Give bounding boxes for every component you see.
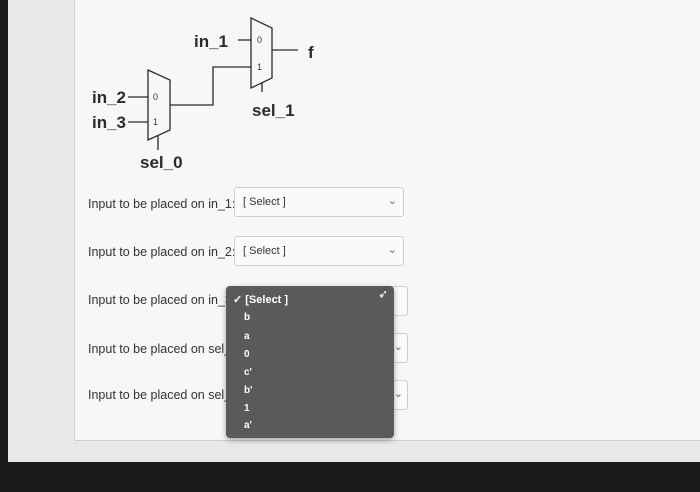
screen: in_1 in_2 in_3 sel_0 sel_1 f 0 1 0 1 Inp… bbox=[8, 0, 700, 462]
dropdown-option-a[interactable]: a bbox=[244, 331, 250, 342]
dropdown-option-0[interactable]: 0 bbox=[244, 349, 250, 360]
dropdown-option-a-prime[interactable]: a' bbox=[244, 420, 252, 431]
chevron-down-icon: ⌄ bbox=[387, 244, 397, 256]
mux-connection-wire bbox=[170, 66, 251, 106]
mouse-cursor-icon: ➶ bbox=[378, 287, 389, 301]
select-in-2-value: [ Select ] bbox=[243, 245, 286, 257]
mux-0-shape bbox=[147, 68, 171, 142]
in-2-label: in_2 bbox=[92, 88, 126, 107]
sel-0-label: sel_0 bbox=[140, 153, 183, 172]
dropdown-option-b-prime[interactable]: b' bbox=[244, 385, 253, 396]
chevron-down-icon: ⌄ bbox=[387, 195, 397, 207]
sel-1-label: sel_1 bbox=[252, 101, 295, 120]
question-label-in-2: Input to be placed on in_2: bbox=[88, 245, 236, 259]
mux-0-one: 1 bbox=[153, 117, 158, 127]
dropdown-option-1[interactable]: 1 bbox=[244, 403, 250, 414]
dropdown-option-b[interactable]: b bbox=[244, 312, 251, 323]
mux-diagram: in_1 in_2 in_3 sel_0 sel_1 f 0 1 0 1 bbox=[92, 16, 314, 172]
chevron-down-icon: ⌄ bbox=[393, 388, 403, 400]
in-3-label: in_3 bbox=[92, 113, 126, 132]
question-label-sel-0: Input to be placed on sel_ bbox=[88, 342, 232, 356]
question-label-sel-1: Input to be placed on sel_ bbox=[88, 388, 232, 402]
mux-1-one: 1 bbox=[257, 62, 262, 72]
dropdown-option-select[interactable]: ✓ [Select ] bbox=[233, 294, 289, 306]
select-in-2[interactable]: [ Select ] ⌄ bbox=[234, 236, 404, 266]
dropdown-menu[interactable]: ✓ [Select ] b a 0 c' b' 1 a' bbox=[226, 286, 394, 438]
chevron-down-icon: ⌄ bbox=[393, 341, 403, 353]
select-in-1[interactable]: [ Select ] ⌄ bbox=[234, 187, 404, 217]
select-in-1-value: [ Select ] bbox=[243, 196, 286, 208]
f-label: f bbox=[308, 43, 314, 62]
mux-1-zero: 0 bbox=[257, 35, 262, 45]
mux-0-zero: 0 bbox=[153, 92, 158, 102]
dropdown-option-c-prime[interactable]: c' bbox=[244, 367, 252, 378]
question-label-in-3: Input to be placed on in_3 bbox=[88, 293, 232, 307]
mux-1-shape bbox=[250, 16, 273, 90]
question-label-in-1: Input to be placed on in_1: bbox=[88, 197, 236, 211]
in-1-label: in_1 bbox=[194, 32, 228, 51]
